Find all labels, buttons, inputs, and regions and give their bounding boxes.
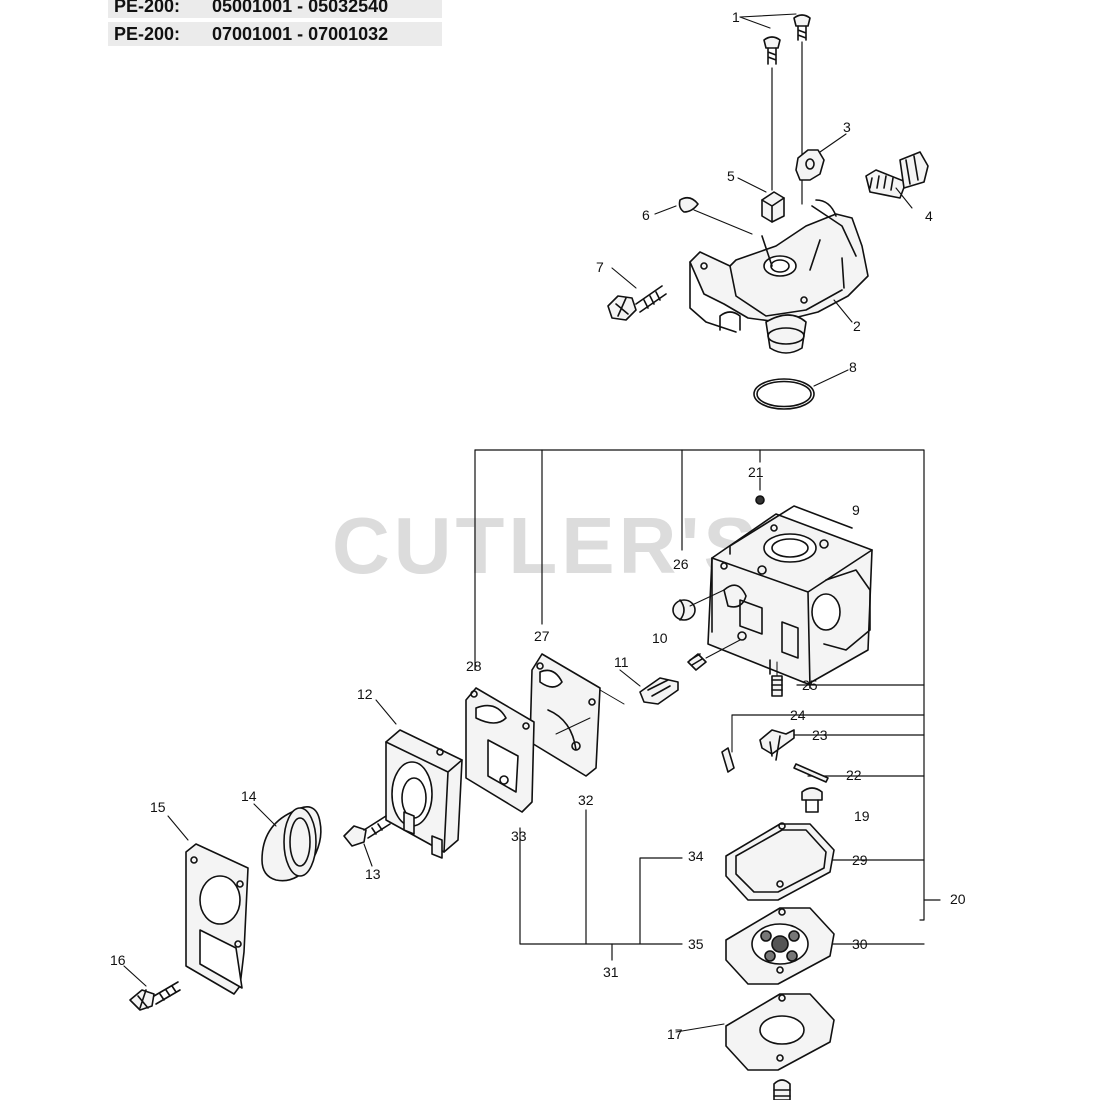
callout-24: 24 <box>790 707 806 723</box>
bottom-screw <box>773 1079 791 1100</box>
callout-30: 30 <box>852 936 868 952</box>
callout-9: 9 <box>852 502 860 518</box>
screw-19 <box>801 787 823 813</box>
callout-33: 33 <box>511 828 527 844</box>
callout-8: 8 <box>849 359 857 375</box>
pin-22 <box>793 763 829 783</box>
screw-13 <box>343 815 391 847</box>
callout-17: 17 <box>667 1026 683 1042</box>
gasket-30 <box>725 907 835 985</box>
header-serial-range-1: 05001001 - 05032540 <box>212 0 389 16</box>
callout-32: 32 <box>578 792 594 808</box>
ball-21 <box>755 495 765 505</box>
callout-31: 31 <box>603 964 619 980</box>
clip-6 <box>678 196 699 213</box>
fitting-4 <box>865 151 929 199</box>
o-ring-8 <box>753 378 815 410</box>
callout-35: 35 <box>688 936 704 952</box>
header-model-2: PE-200: <box>114 24 181 44</box>
callout-21: 21 <box>748 464 764 480</box>
spring-25 <box>771 675 783 697</box>
callout-5: 5 <box>727 168 735 184</box>
carburetor-body-9 <box>707 505 873 689</box>
header-serial-range-2: 07001001 - 07001032 <box>212 24 389 44</box>
callout-29: 29 <box>852 852 868 868</box>
callout-11: 11 <box>614 654 629 670</box>
gasket-28 <box>465 687 535 813</box>
header-model-1: PE-200: <box>114 0 181 16</box>
callout-23: 23 <box>812 727 828 743</box>
callout-15: 15 <box>150 799 166 815</box>
fuel-pump-body-12 <box>385 729 463 859</box>
callout-7: 7 <box>596 259 604 275</box>
plug-26 <box>672 599 696 621</box>
diaphragm-29 <box>725 822 835 901</box>
screw-1b <box>793 14 811 41</box>
pin-5 <box>761 191 785 223</box>
screw-16 <box>129 981 181 1011</box>
gasket-27 <box>529 653 601 777</box>
callout-16: 16 <box>110 952 126 968</box>
needle-11 <box>639 677 679 705</box>
callout-34: 34 <box>688 848 704 864</box>
screw-1a <box>763 36 781 65</box>
callout-28: 28 <box>466 658 482 674</box>
callout-26: 26 <box>673 556 689 572</box>
metering-lever-23 <box>759 729 795 761</box>
callout-20: 20 <box>950 891 966 907</box>
callout-19: 19 <box>854 808 870 824</box>
nut-3 <box>795 149 825 181</box>
watermark: CUTLER'S <box>332 501 761 590</box>
cover-17 <box>725 993 835 1071</box>
callout-27: 27 <box>534 628 550 644</box>
callout-1: 1 <box>732 9 740 25</box>
callout-6: 6 <box>642 207 650 223</box>
callout-12: 12 <box>357 686 373 702</box>
header-row-2: PE-200: 07001001 - 07001032 <box>108 22 442 46</box>
callout-13: 13 <box>365 866 381 882</box>
callout-2: 2 <box>853 318 861 334</box>
callout-14: 14 <box>241 788 257 804</box>
callout-10: 10 <box>652 630 668 646</box>
callout-22: 22 <box>846 767 862 783</box>
bracket-15 <box>185 843 249 995</box>
carburetor-adapter-body-2 <box>689 199 869 354</box>
spring-10 <box>687 653 707 671</box>
callout-3: 3 <box>843 119 851 135</box>
screw-7 <box>607 285 667 321</box>
callout-25: 25 <box>802 677 818 693</box>
lever-pin-24 <box>721 747 735 773</box>
callout-4: 4 <box>925 208 933 224</box>
primer-bulb-14 <box>261 806 322 882</box>
header-row-1: PE-200: 05001001 - 05032540 <box>108 0 442 18</box>
